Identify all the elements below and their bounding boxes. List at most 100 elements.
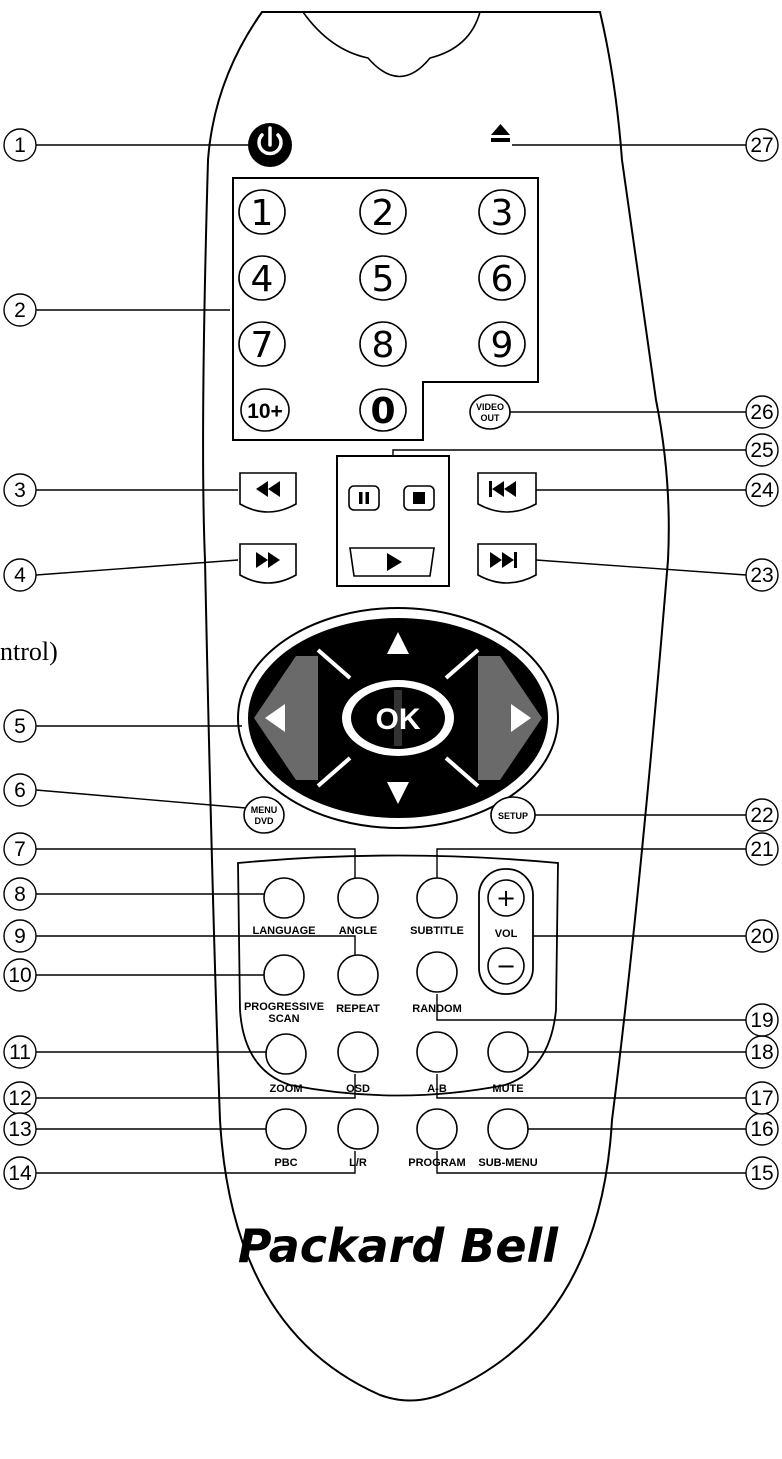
svg-text:18: 18 (750, 1041, 773, 1064)
svg-text:5: 5 (372, 259, 395, 300)
zoom-button[interactable] (265, 1033, 307, 1075)
lr-button[interactable] (337, 1108, 379, 1150)
svg-text:OK: OK (376, 703, 421, 736)
right-arrow-icon[interactable] (511, 704, 531, 732)
angle-button[interactable] (337, 877, 379, 919)
svg-text:19: 19 (750, 1009, 773, 1032)
mute-label: MUTE (492, 1083, 523, 1095)
callout-14: 14 (3, 1156, 37, 1190)
stop-button[interactable] (403, 485, 435, 511)
pbc-button[interactable] (265, 1108, 307, 1150)
number-key-2[interactable]: 2 (359, 189, 407, 235)
fast-forward-icon (256, 552, 268, 568)
number-key-0[interactable]: 0 (359, 388, 407, 432)
callout-21: 21 (745, 832, 779, 866)
svg-text:15: 15 (750, 1162, 773, 1185)
callout-23: 23 (745, 558, 779, 592)
callout-6: 6 (3, 773, 37, 807)
repeat-label: REPEAT (336, 1003, 380, 1015)
callout-17: 17 (745, 1081, 779, 1115)
number-key-9[interactable]: 9 (478, 321, 526, 367)
number-key-1[interactable]: 1 (238, 189, 286, 235)
next-button[interactable] (477, 543, 537, 584)
svg-text:21: 21 (750, 838, 773, 861)
up-arrow-icon[interactable] (387, 632, 409, 654)
random-button[interactable] (416, 951, 458, 993)
pause-button[interactable] (348, 485, 380, 511)
svg-text:MENU: MENU (251, 805, 278, 815)
mute-button[interactable] (487, 1031, 529, 1073)
leader-lines (35, 144, 747, 1174)
svg-text:10: 10 (8, 964, 31, 987)
callout-16: 16 (745, 1112, 779, 1146)
number-key-5[interactable]: 5 (359, 255, 407, 301)
callouts-right: 15 16 17 18 19 20 21 22 23 24 25 26 27 (745, 128, 779, 1190)
progressive-scan-label: PROGRESSIVE (244, 1001, 324, 1013)
stop-icon (413, 492, 425, 504)
ten-plus-key[interactable]: 10+ (240, 388, 290, 432)
progressive-scan-label-2: SCAN (268, 1013, 299, 1025)
svg-text:4: 4 (14, 564, 26, 587)
svg-text:20: 20 (750, 925, 773, 948)
ab-button[interactable] (416, 1031, 458, 1073)
lower-button-panel (237, 854, 559, 1097)
rewind-button[interactable] (239, 472, 297, 513)
angle-label: ANGLE (339, 925, 378, 937)
power-icon (257, 133, 283, 156)
language-button[interactable] (263, 877, 305, 919)
callout-10: 10 (3, 958, 37, 992)
sub-menu-label: SUB-MENU (478, 1157, 537, 1169)
sub-menu-button[interactable] (487, 1108, 529, 1150)
svg-text:14: 14 (8, 1162, 32, 1185)
power-button[interactable] (248, 123, 292, 167)
ok-button[interactable]: OK (351, 687, 445, 749)
number-key-8[interactable]: 8 (359, 321, 407, 367)
nav-left-panel[interactable] (254, 656, 318, 780)
svg-text:3: 3 (491, 193, 514, 234)
volume-up-button[interactable]: + (487, 879, 525, 917)
program-button[interactable] (416, 1108, 458, 1150)
fast-forward-button[interactable] (239, 543, 297, 584)
left-arrow-icon[interactable] (265, 704, 285, 732)
svg-text:6: 6 (14, 779, 26, 802)
progressive-scan-button[interactable] (263, 954, 305, 996)
nav-right-panel[interactable] (478, 656, 542, 780)
play-icon (387, 553, 402, 571)
svg-text:7: 7 (251, 325, 274, 366)
svg-text:26: 26 (750, 401, 773, 424)
svg-text:25: 25 (750, 439, 773, 462)
volume-rocker: + VOL − (478, 868, 534, 995)
down-arrow-icon[interactable] (387, 782, 409, 804)
remote-top-notch (302, 11, 481, 78)
subtitle-button[interactable] (416, 877, 458, 919)
volume-down-button[interactable]: − (487, 947, 525, 985)
subtitle-label: SUBTITLE (410, 925, 464, 937)
number-key-4[interactable]: 4 (238, 255, 286, 301)
svg-text:VIDEO: VIDEO (476, 402, 504, 412)
svg-text:−: − (496, 952, 516, 980)
previous-button[interactable] (477, 472, 537, 513)
eject-icon (491, 124, 510, 135)
previous-icon (489, 481, 492, 497)
svg-text:27: 27 (750, 134, 773, 157)
callout-24: 24 (745, 473, 779, 507)
video-out-button[interactable]: VIDEO OUT (469, 394, 511, 430)
menu-dvd-button[interactable]: MENU DVD (243, 796, 285, 834)
callout-5: 5 (3, 709, 37, 743)
number-key-7[interactable]: 7 (238, 321, 286, 367)
callout-18: 18 (745, 1035, 779, 1069)
callout-4: 4 (3, 558, 37, 592)
repeat-button[interactable] (337, 954, 379, 996)
cut-off-text: ntrol) (0, 637, 58, 666)
svg-text:24: 24 (750, 479, 774, 502)
rewind-icon (256, 481, 268, 497)
play-button[interactable] (349, 547, 435, 577)
number-key-6[interactable]: 6 (478, 255, 526, 301)
callout-20: 20 (745, 919, 779, 953)
callout-3: 3 (3, 473, 37, 507)
osd-button[interactable] (337, 1031, 379, 1073)
setup-button[interactable]: SETUP (490, 796, 536, 834)
number-key-3[interactable]: 3 (478, 189, 526, 235)
eject-button[interactable] (491, 124, 510, 142)
